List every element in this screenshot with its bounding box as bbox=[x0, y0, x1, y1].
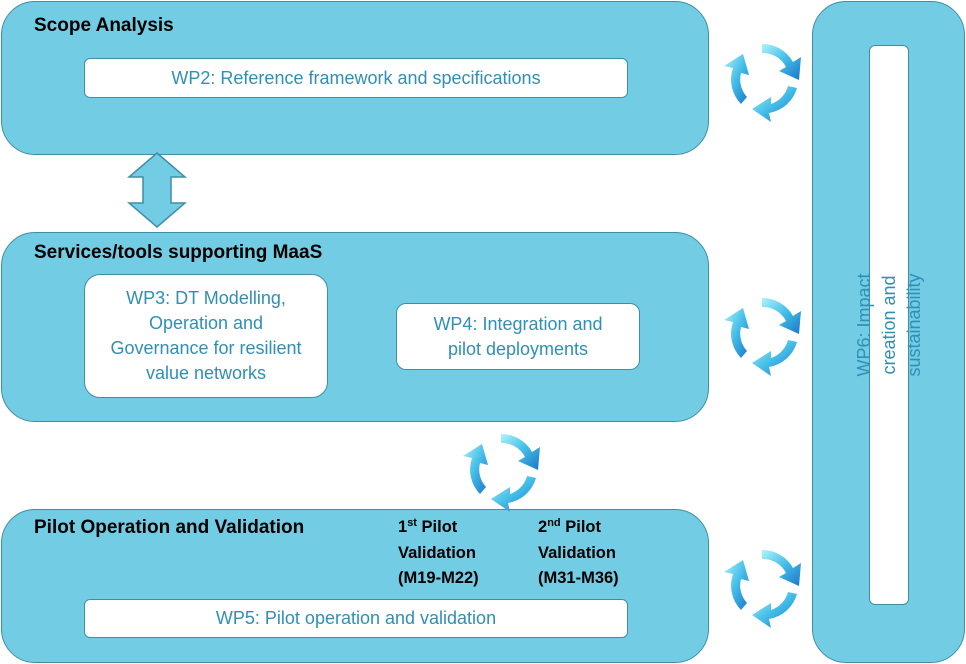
cycle-arrows-icon bbox=[724, 43, 801, 122]
cycle-arrows-icon bbox=[724, 549, 801, 628]
wp2-label: WP2: Reference framework and specificati… bbox=[171, 67, 541, 88]
services-tools-title: Services/tools supporting MaaS bbox=[34, 242, 323, 263]
services-tools-panel: Services/tools supporting MaaS WP3: DT M… bbox=[1, 232, 709, 422]
scope-analysis-panel: Scope Analysis WP2: Reference framework … bbox=[1, 1, 709, 155]
second-pilot-validation-milestone: 2nd Pilot Validation (M31-M36) bbox=[538, 517, 619, 588]
pilot-operation-panel: Pilot Operation and Validation 1st Pilot… bbox=[1, 509, 709, 663]
pilot-operation-title: Pilot Operation and Validation bbox=[34, 517, 305, 538]
wp4-label: WP4: Integration and pilot deployments bbox=[433, 313, 603, 359]
cycle-arrows-icon bbox=[463, 433, 540, 512]
wp5-label: WP5: Pilot operation and validation bbox=[215, 608, 497, 629]
wp5-box[interactable]: WP5: Pilot operation and validation bbox=[84, 599, 628, 638]
double-headed-vertical-arrow-icon bbox=[127, 152, 187, 228]
scope-analysis-title: Scope Analysis bbox=[34, 15, 174, 36]
wp6-box[interactable]: WP6: Impact creation and sustainability bbox=[854, 45, 923, 605]
wp3-label: WP3: DT Modelling, Operation and Governa… bbox=[110, 288, 302, 383]
wp2-box[interactable]: WP2: Reference framework and specificati… bbox=[84, 58, 628, 98]
cycle-arrows-icon bbox=[724, 297, 801, 376]
impact-panel: WP6: Impact creation and sustainability bbox=[812, 1, 965, 663]
wp3-box[interactable]: WP3: DT Modelling, Operation and Governa… bbox=[84, 274, 328, 398]
wp4-box[interactable]: WP4: Integration and pilot deployments bbox=[396, 303, 640, 370]
first-pilot-validation-milestone: 1st Pilot Validation (M19-M22) bbox=[398, 517, 479, 588]
wp6-label: WP6: Impact creation and sustainability bbox=[853, 273, 924, 377]
